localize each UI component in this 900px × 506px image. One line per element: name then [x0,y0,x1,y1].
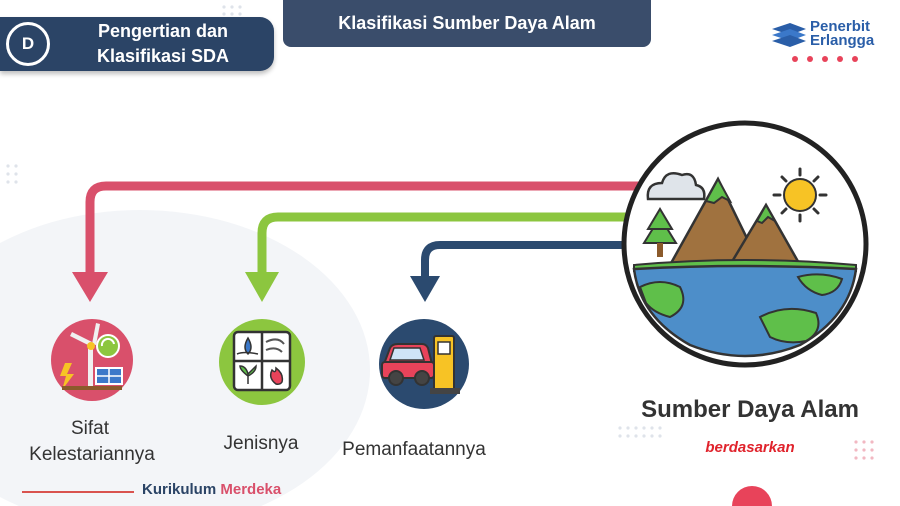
resource-types-icon [219,319,305,405]
page-title: Klasifikasi Sumber Daya Alam [283,0,651,47]
branch-label-sifat-line2: Kelestariannya [29,444,155,465]
footer-word2: Merdeka [220,481,282,498]
branch-label-pemanfaatan: Pemanfaatannya [342,439,486,460]
footer-brand: Kurikulum Merdeka [142,481,281,498]
branch-label-sifat-line1: Sifat [70,418,110,439]
renewable-energy-icon [51,319,133,401]
publisher-logo-icon [772,23,806,47]
main-sublabel: berdasarkan [705,439,795,456]
publisher-logo-text: Penerbit Erlangga [810,18,875,49]
section-letter-badge: D [6,22,50,66]
logo-line1: Penerbit [810,18,871,35]
nature-landscape-icon [621,120,869,368]
section-title-line2: Klasifikasi SDA [96,46,230,66]
branch-label-jenis: Jenisnya [223,433,299,454]
arrow-sifat [85,181,655,281]
logo-line2: Erlangga [810,32,875,49]
footer-word1: Kurikulum [142,481,217,498]
main-label: Sumber Daya Alam [641,396,859,423]
arrow-jenis [257,212,655,281]
logo-dots [792,56,858,62]
arrow-pemanfaatan [421,241,654,284]
section-title-line1: Pengertian dan [97,21,229,41]
car-fuel-icon [379,319,469,409]
footer-line [22,491,134,493]
